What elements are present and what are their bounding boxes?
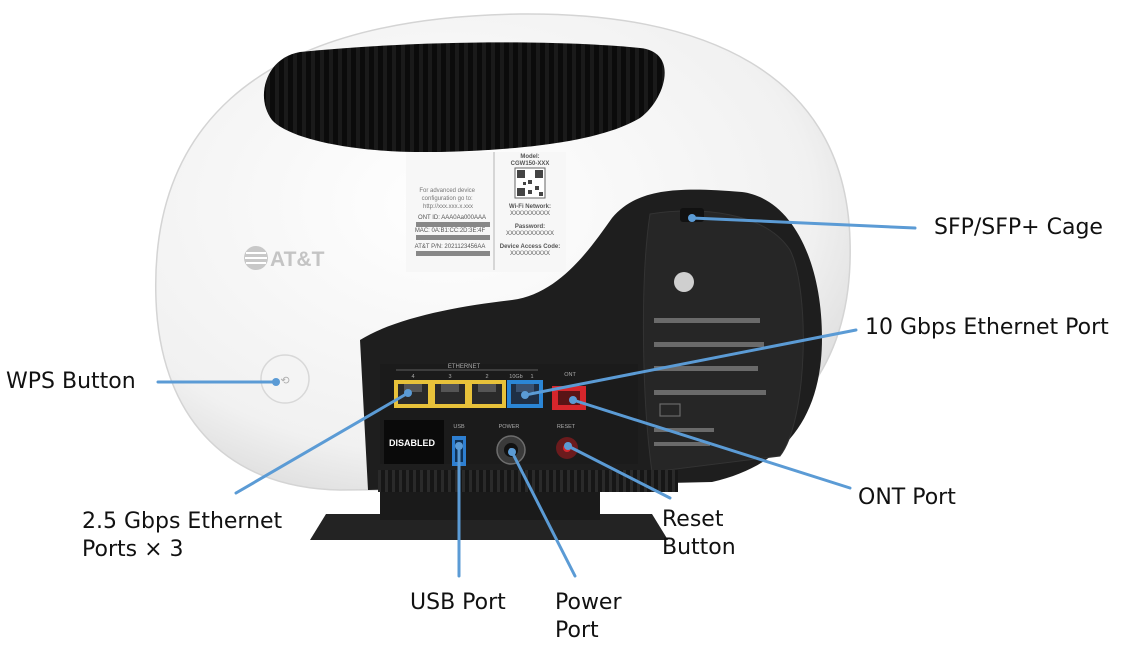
wps-button[interactable]: ⟲ xyxy=(260,354,310,404)
label-barcode xyxy=(416,251,490,256)
usb-label: USB xyxy=(453,424,465,430)
callout-sfp-label: SFP/SFP+ Cage xyxy=(934,215,1103,240)
label-mac: MAC: 0A:B1:CC:2D:3E:4F xyxy=(415,228,486,234)
label-password-heading: Password: xyxy=(515,224,545,230)
callout-line-power xyxy=(510,450,577,578)
callout-line-tengig xyxy=(523,328,858,397)
callout-wps-label: WPS Button xyxy=(6,369,136,394)
router-stand xyxy=(310,514,668,540)
power-label: POWER xyxy=(499,424,520,430)
tengig-number: 1 xyxy=(530,374,533,380)
sfp-latch xyxy=(674,272,694,292)
ont-label: ONT xyxy=(564,372,576,378)
port-number: 4 xyxy=(411,374,414,380)
callout-endpoints xyxy=(272,214,696,456)
callout-line-ethernet xyxy=(234,391,410,495)
callout-tengig-label: 10 Gbps Ethernet Port xyxy=(865,315,1109,340)
disabled-plate xyxy=(384,420,444,464)
callout-lines xyxy=(156,216,917,578)
label-model-heading: Model: xyxy=(520,154,539,160)
att-brand-text: AT&T xyxy=(270,248,325,271)
ethernet-port-3[interactable] xyxy=(435,384,465,404)
label-wifi-heading: Wi-Fi Network: xyxy=(509,204,551,210)
callout-usb-label: USB Port xyxy=(410,590,506,615)
sfp-label-barcodes xyxy=(654,318,766,446)
callout-ethernet-label: 2.5 Gbps Ethernet Ports × 3 xyxy=(82,509,283,562)
wps-icon: ⟲ xyxy=(280,375,289,387)
ethernet-port-4[interactable] xyxy=(398,384,428,404)
product-label: For advanced device configuration go to:… xyxy=(406,152,566,272)
port-number: 3 xyxy=(448,374,451,380)
label-pn: AT&T P/N: 2021123456AA xyxy=(415,244,486,250)
label-advanced-info: For advanced device configuration go to:… xyxy=(419,188,476,210)
label-access-heading: Device Access Code: xyxy=(500,244,560,250)
callout-reset-label: Reset Button xyxy=(662,507,736,560)
router-stand-neck xyxy=(380,490,600,520)
label-model-value: CGW150-XXX xyxy=(511,161,550,167)
label-wifi-value: XXXXXXXXXX xyxy=(510,211,550,217)
disabled-label: DISABLED xyxy=(389,438,436,448)
label-password-value: XXXXXXXXXXXX xyxy=(506,231,554,237)
label-barcode xyxy=(416,222,490,227)
callout-line-reset xyxy=(566,444,672,500)
callout-line-ont xyxy=(571,398,852,490)
sfp-cage[interactable] xyxy=(642,210,804,473)
callout-line-sfp xyxy=(690,216,917,230)
label-qr-code xyxy=(514,167,546,199)
top-vent xyxy=(263,42,665,153)
ethernet-heading: ETHERNET xyxy=(448,364,481,370)
callout-power-label: Power Port xyxy=(555,590,622,643)
reset-label: RESET xyxy=(557,424,576,430)
att-logo: AT&T xyxy=(244,246,325,271)
label-access-value: XXXXXXXXXX xyxy=(510,251,550,257)
ethernet-port-2[interactable] xyxy=(472,384,502,404)
port-number: 2 xyxy=(485,374,488,380)
tengig-label: 10Gb xyxy=(509,374,522,380)
label-ont-id: ONT ID: AAA0Aa000AAA xyxy=(418,215,486,221)
callout-ont-label: ONT Port xyxy=(858,485,956,510)
label-barcode xyxy=(416,235,490,240)
